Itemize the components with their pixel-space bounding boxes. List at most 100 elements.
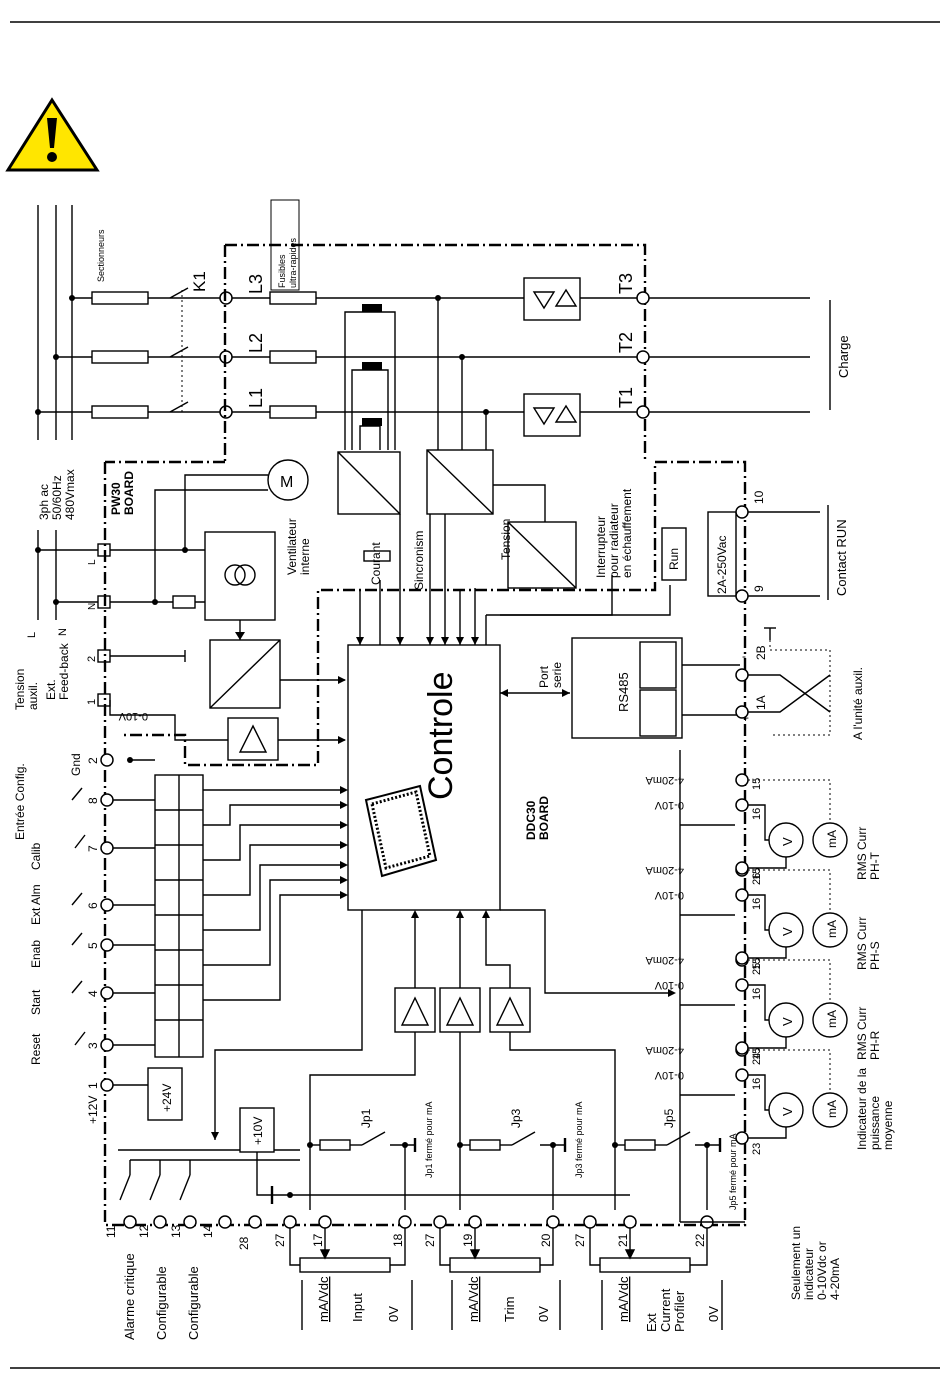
input-label-7: Calib (29, 842, 43, 870)
jp3-label: Jp3 (509, 1108, 523, 1128)
jp1-label: Jp1 (359, 1108, 373, 1128)
analog-t18: 18 (391, 1233, 405, 1247)
ammeter-icon (812, 822, 848, 858)
meter-terminal-15 (735, 773, 749, 787)
input-num-3: 3 (86, 1042, 100, 1049)
analog-name-current: Current (658, 1288, 673, 1332)
note-3: 0-10Vdc or (815, 1241, 829, 1300)
sincronism-label: Sincronism (412, 531, 426, 590)
meter-row-label: moyenne (881, 1100, 895, 1150)
aux-tension-2: auxil. (26, 682, 40, 710)
aux-tension-1: Tension (13, 669, 27, 710)
input-label-3: Reset (29, 1033, 43, 1065)
ammeter-icon (812, 912, 848, 948)
analog-t27-a: 27 (273, 1233, 287, 1247)
meter-ta-label: 23 (751, 1143, 763, 1155)
input-label-8: Entrée Config. (13, 763, 27, 840)
serial-port-1: Port (537, 665, 551, 688)
feedback-amplifier (227, 717, 279, 761)
relay-label-11: Alarme critique (122, 1253, 137, 1340)
note-2: indicateur (802, 1248, 816, 1300)
fb-t2: 2 (86, 656, 98, 662)
analog-t17: 17 (311, 1233, 325, 1247)
plus24-label: +24V (160, 1084, 174, 1112)
serial-port-2: serie (550, 662, 564, 688)
input-isolators (154, 774, 204, 1058)
analog-name-ext: Ext (644, 1313, 659, 1332)
input-num-5: 5 (86, 942, 100, 949)
run-relay (661, 527, 687, 581)
ammeter-label: mA (825, 830, 839, 848)
interrupteur-label-3: en échauffement (620, 488, 634, 578)
fan-label-2: interne (298, 538, 312, 575)
analog-unit-3: mA/Vdc (616, 1276, 631, 1322)
meter-terminal-16 (735, 978, 749, 992)
warning-icon (5, 97, 100, 172)
meter-ta-label: 25 (751, 963, 763, 975)
analog-t27-c: 27 (573, 1233, 587, 1247)
fan-label-1: Ventilateur (285, 518, 299, 575)
terminal-t2: T2 (616, 332, 636, 353)
terminal-t1: T1 (616, 387, 636, 408)
disconnector-l1 (91, 405, 149, 419)
input-num-1: 1 (86, 1082, 100, 1089)
analog-unit-1: mA/Vdc (316, 1276, 331, 1322)
load-label: Charge (836, 335, 851, 378)
ammeter-icon (812, 1002, 848, 1038)
meter-ma-range: 4-20mA (645, 774, 684, 786)
voltmeter-label: V (780, 1107, 795, 1116)
relay-label-12: Configurable (154, 1266, 169, 1340)
fuse-label-2: ultra-rapides (288, 237, 298, 288)
run-contact-label: Contact RUN (834, 519, 849, 596)
meter-t16-label: 16 (751, 1078, 763, 1090)
meter-t16-label: 16 (751, 808, 763, 820)
meter-terminal-16 (735, 1068, 749, 1082)
meter-ma-range: 4-20mA (645, 954, 684, 966)
relay-label-13: Configurable (186, 1266, 201, 1340)
meter-row-label: PH-T (868, 851, 882, 880)
aux-transformer (204, 531, 276, 621)
jp5-note: Jp5 fermé pour mA (728, 1133, 738, 1210)
run-t10: 10 (752, 490, 766, 504)
feedback-label-2: Feed-back (57, 642, 71, 700)
meter-row-label: RMS Curr (855, 827, 869, 880)
meter-terminal-a (735, 861, 749, 875)
t28-num: 28 (237, 1236, 251, 1250)
rs485-label: RS485 (616, 672, 631, 712)
input-label-gnd: Gnd (69, 753, 83, 776)
relay-num-12: 12 (137, 1224, 151, 1238)
analog-t27-b: 27 (423, 1233, 437, 1247)
fb-t1: 1 (86, 699, 98, 705)
input-num-gnd: 2 (86, 757, 100, 764)
voltmeter-label: V (780, 1017, 795, 1026)
voltmeter-label: V (780, 837, 795, 846)
plus24-box (147, 1067, 183, 1121)
ammeter-icon (812, 1092, 848, 1128)
fb-range: 0-10V (118, 710, 148, 722)
tension-label: Tension (499, 519, 513, 560)
meter-row-label: PH-R (868, 1030, 882, 1060)
ammeter-label: mA (825, 1100, 839, 1118)
analog-ov-3: 0V (706, 1306, 721, 1322)
pw30-label-1: PW30 (109, 482, 123, 515)
meter-row-label: RMS Curr (855, 1007, 869, 1060)
analog-name-trim: Trim (502, 1296, 517, 1322)
jp1-note: Jp1 fermé pour mA (424, 1101, 434, 1178)
analog-ov-2: 0V (536, 1306, 551, 1322)
contactor-label: K1 (190, 271, 209, 292)
meter-row-label: PH-S (868, 941, 882, 970)
meter-t15-label: 15 (751, 868, 763, 880)
analog-name-input: Input (350, 1293, 365, 1322)
meter-terminal-16 (735, 798, 749, 812)
ddc30-label-2: BOARD (537, 796, 551, 840)
terminal-l1: L1 (246, 388, 266, 408)
meter-ta-label: 24 (751, 1053, 763, 1065)
note-1: Seulement un (789, 1226, 803, 1300)
serial-t2b: 2B (754, 645, 768, 660)
voltmeter-label: V (780, 927, 795, 936)
aux-l: L (26, 632, 38, 638)
analog-t20: 20 (539, 1233, 553, 1247)
controle-block (347, 644, 501, 911)
fuse-l2 (269, 350, 317, 364)
